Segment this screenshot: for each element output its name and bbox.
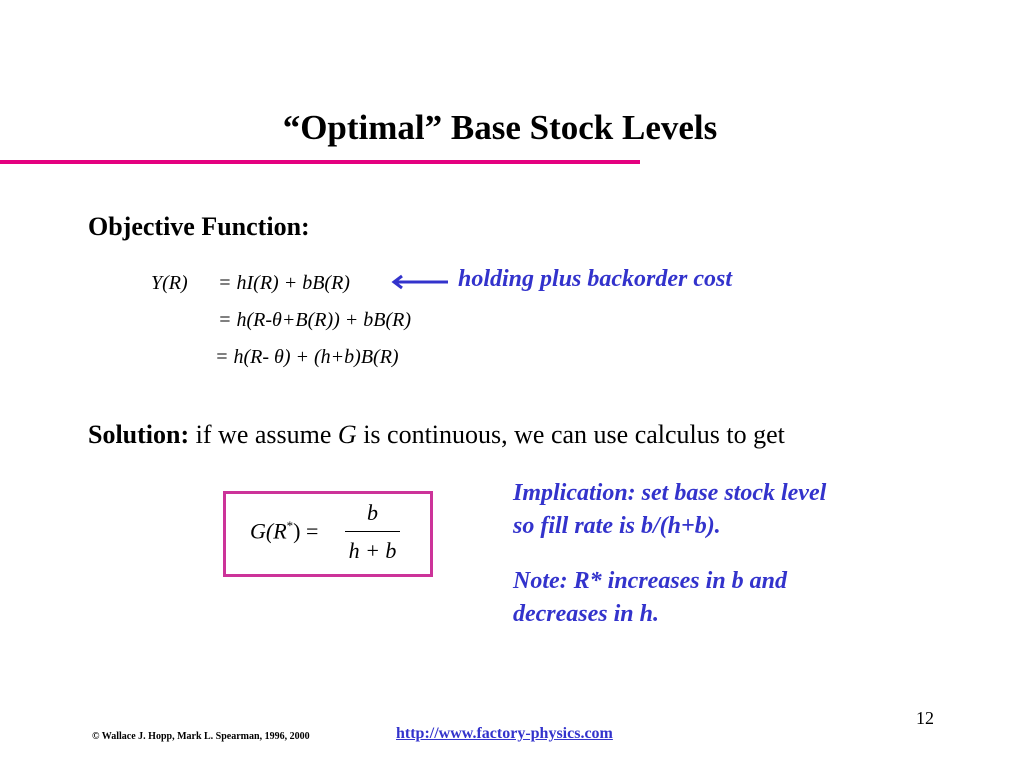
equation-lhs: Y(R): [151, 272, 188, 294]
r-star-note: Note: R* increases in b and decreases in…: [513, 568, 788, 627]
title-underline-rule: [0, 160, 640, 164]
optimal-formula-box: [223, 491, 433, 577]
solution-var: G: [337, 420, 357, 449]
cost-annotation: holding plus backorder cost: [458, 266, 733, 292]
fraction-bar: [345, 531, 400, 532]
formula-lhs-close: ) =: [293, 518, 319, 544]
copyright-notice: © Wallace J. Hopp, Mark L. Spearman, 199…: [92, 731, 310, 742]
formula-lhs: G(R*) =: [250, 518, 318, 544]
left-arrow-icon: [391, 274, 448, 290]
objective-heading: Objective Function:: [88, 212, 310, 241]
page-number: 12: [916, 708, 934, 728]
formula-numerator: b: [367, 500, 378, 525]
formula-lhs-text: G(R: [250, 518, 287, 544]
solution-label: Solution:: [88, 420, 190, 449]
formula-superscript: *: [286, 518, 294, 533]
slide-title: “Optimal” Base Stock Levels: [282, 108, 718, 147]
equation-line-2: = h(R-θ+B(R)) + bB(R): [218, 309, 412, 331]
solution-text-1: if we assume: [189, 420, 338, 449]
equation-line-1: = hI(R) + bB(R): [218, 272, 350, 294]
factory-physics-link[interactable]: http://www.factory-physics.com: [396, 725, 613, 742]
solution-text-2: is continuous, we can use calculus to ge…: [356, 420, 785, 449]
formula-denominator: h + b: [348, 538, 397, 563]
implication-note: Implication: set base stock level so fil…: [513, 480, 827, 539]
equation-line-3: = h(R- θ) + (h+b)B(R): [215, 346, 399, 368]
solution-statement: Solution: if we assume G is continuous, …: [88, 420, 785, 450]
